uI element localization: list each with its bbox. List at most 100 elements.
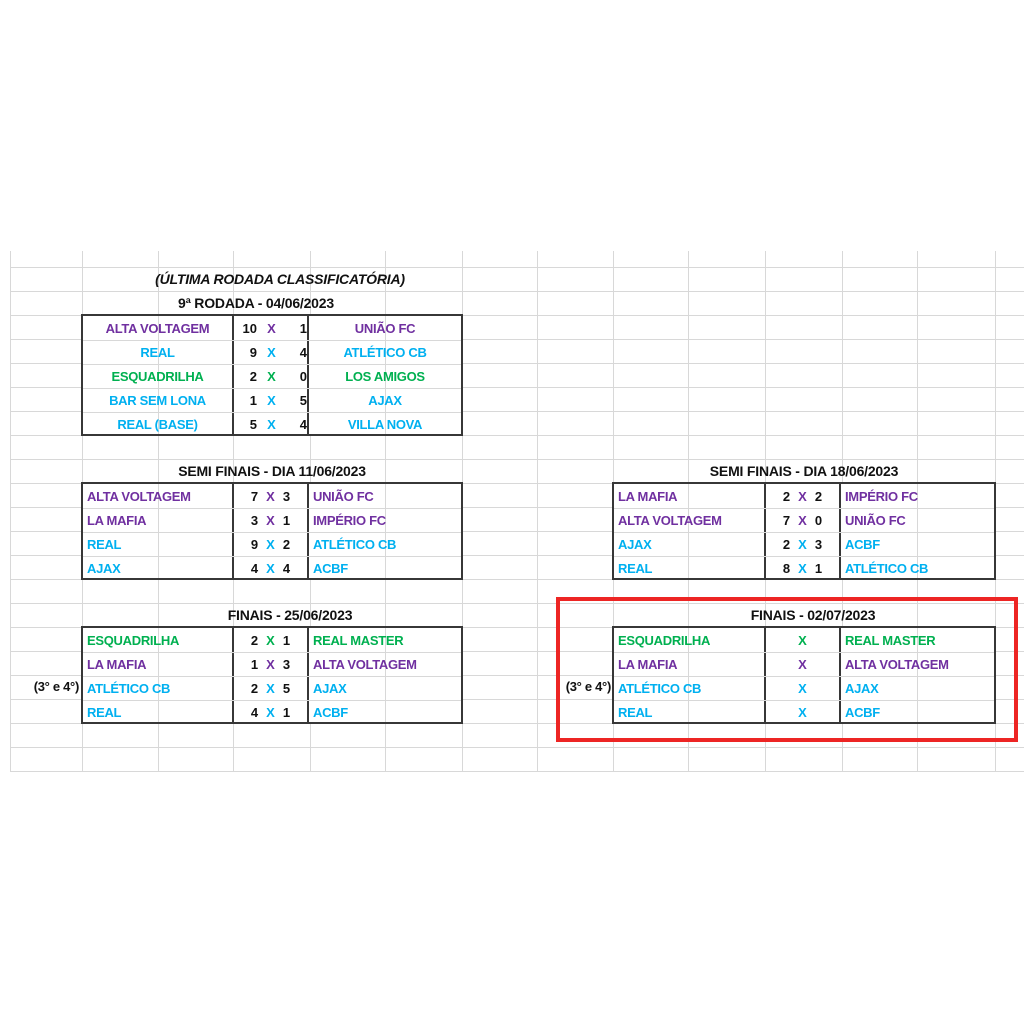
score-cell[interactable]: X (764, 628, 841, 652)
versus-separator: X (267, 417, 276, 432)
semifinal2-title: SEMI FINAIS - DIA 18/06/2023 (709, 463, 899, 479)
away-team-cell[interactable]: UNIÃO FC (841, 509, 994, 532)
home-score: 7 (782, 513, 791, 528)
away-team-cell[interactable]: UNIÃO FC (309, 484, 461, 508)
away-team-cell[interactable]: ACBF (309, 701, 461, 722)
away-team-cell[interactable]: REAL MASTER (841, 628, 994, 652)
home-team-cell[interactable]: ESQUADRILHA (614, 628, 764, 652)
home-team-cell[interactable]: AJAX (614, 533, 764, 556)
away-team-label: ACBF (313, 561, 348, 576)
away-team-cell[interactable]: REAL MASTER (309, 628, 461, 652)
home-team-cell[interactable]: REAL (614, 701, 764, 722)
home-score: 9 (250, 537, 259, 552)
away-team-cell[interactable]: IMPÉRIO FC (309, 509, 461, 532)
away-team-cell[interactable]: ALTA VOLTAGEM (841, 653, 994, 676)
away-score: 1 (299, 320, 307, 336)
home-team-label: AJAX (87, 561, 121, 576)
away-team-cell[interactable]: UNIÃO FC (309, 316, 461, 340)
away-team-cell[interactable]: ATLÉTICO CB (309, 533, 461, 556)
home-team-cell[interactable]: LA MAFIA (83, 653, 232, 676)
home-team-cell[interactable]: ALTA VOLTAGEM (83, 484, 232, 508)
score-cell[interactable]: X (764, 653, 841, 676)
away-score: 2 (282, 537, 291, 552)
home-team-label: REAL (BASE) (117, 417, 198, 432)
versus-separator: X (798, 681, 807, 696)
home-team-cell[interactable]: REAL (83, 533, 232, 556)
away-team-cell[interactable]: ATLÉTICO CB (841, 557, 994, 578)
away-team-cell[interactable]: VILLA NOVA (309, 413, 461, 434)
grid-row-line (10, 387, 1024, 388)
away-team-cell[interactable]: ATLÉTICO CB (309, 341, 461, 364)
home-team-cell[interactable]: REAL (BASE) (83, 413, 232, 434)
away-team-cell[interactable]: ACBF (841, 533, 994, 556)
home-team-cell[interactable]: AJAX (83, 557, 232, 578)
away-team-label: ACBF (313, 705, 348, 720)
home-score: 5 (249, 417, 257, 432)
home-score: 3 (250, 513, 259, 528)
away-team-cell[interactable]: ACBF (309, 557, 461, 578)
away-score: 4 (299, 417, 307, 432)
home-team-label: LA MAFIA (618, 657, 678, 672)
score-cell[interactable]: X (764, 677, 841, 700)
home-score: 7 (250, 488, 259, 504)
grid-column-line (537, 251, 538, 771)
away-team-cell[interactable]: LOS AMIGOS (309, 365, 461, 388)
away-score: 3 (282, 488, 291, 504)
away-team-cell[interactable]: IMPÉRIO FC (841, 484, 994, 508)
home-team-cell[interactable]: ATLÉTICO CB (83, 677, 232, 700)
table-inner-gridline (385, 316, 386, 434)
away-team-cell[interactable]: AJAX (309, 677, 461, 700)
home-team-cell[interactable]: LA MAFIA (614, 484, 764, 508)
home-team-cell[interactable]: ALTA VOLTAGEM (614, 509, 764, 532)
home-team-cell[interactable]: REAL (614, 557, 764, 578)
score-cell[interactable]: X (764, 701, 841, 722)
home-team-label: ALTA VOLTAGEM (105, 320, 210, 336)
away-score: 3 (814, 537, 823, 552)
versus-separator: X (266, 632, 275, 648)
away-team-label: ACBF (845, 705, 880, 720)
home-team-label: ATLÉTICO CB (87, 681, 171, 696)
table-inner-gridline (917, 628, 918, 722)
home-team-cell[interactable]: REAL (83, 701, 232, 722)
home-team-cell[interactable]: ESQUADRILHA (83, 365, 232, 388)
home-team-cell[interactable]: BAR SEM LONA (83, 389, 232, 412)
away-team-label: AJAX (845, 681, 879, 696)
home-team-cell[interactable]: ALTA VOLTAGEM (83, 316, 232, 340)
home-team-label: ESQUADRILHA (111, 369, 204, 384)
home-team-cell[interactable]: ESQUADRILHA (83, 628, 232, 652)
away-team-cell[interactable]: ACBF (841, 701, 994, 722)
semifinal1-title: SEMI FINAIS - DIA 11/06/2023 (178, 463, 366, 479)
versus-separator: X (798, 488, 807, 504)
home-team-cell[interactable]: LA MAFIA (614, 653, 764, 676)
home-team-cell[interactable]: LA MAFIA (83, 509, 232, 532)
home-team-cell[interactable]: REAL (83, 341, 232, 364)
away-team-cell[interactable]: AJAX (841, 677, 994, 700)
away-team-cell[interactable]: AJAX (309, 389, 461, 412)
grid-row-line (10, 555, 1024, 556)
home-team-cell[interactable]: ATLÉTICO CB (614, 677, 764, 700)
away-team-cell[interactable]: ALTA VOLTAGEM (309, 653, 461, 676)
away-team-label: UNIÃO FC (313, 488, 374, 504)
